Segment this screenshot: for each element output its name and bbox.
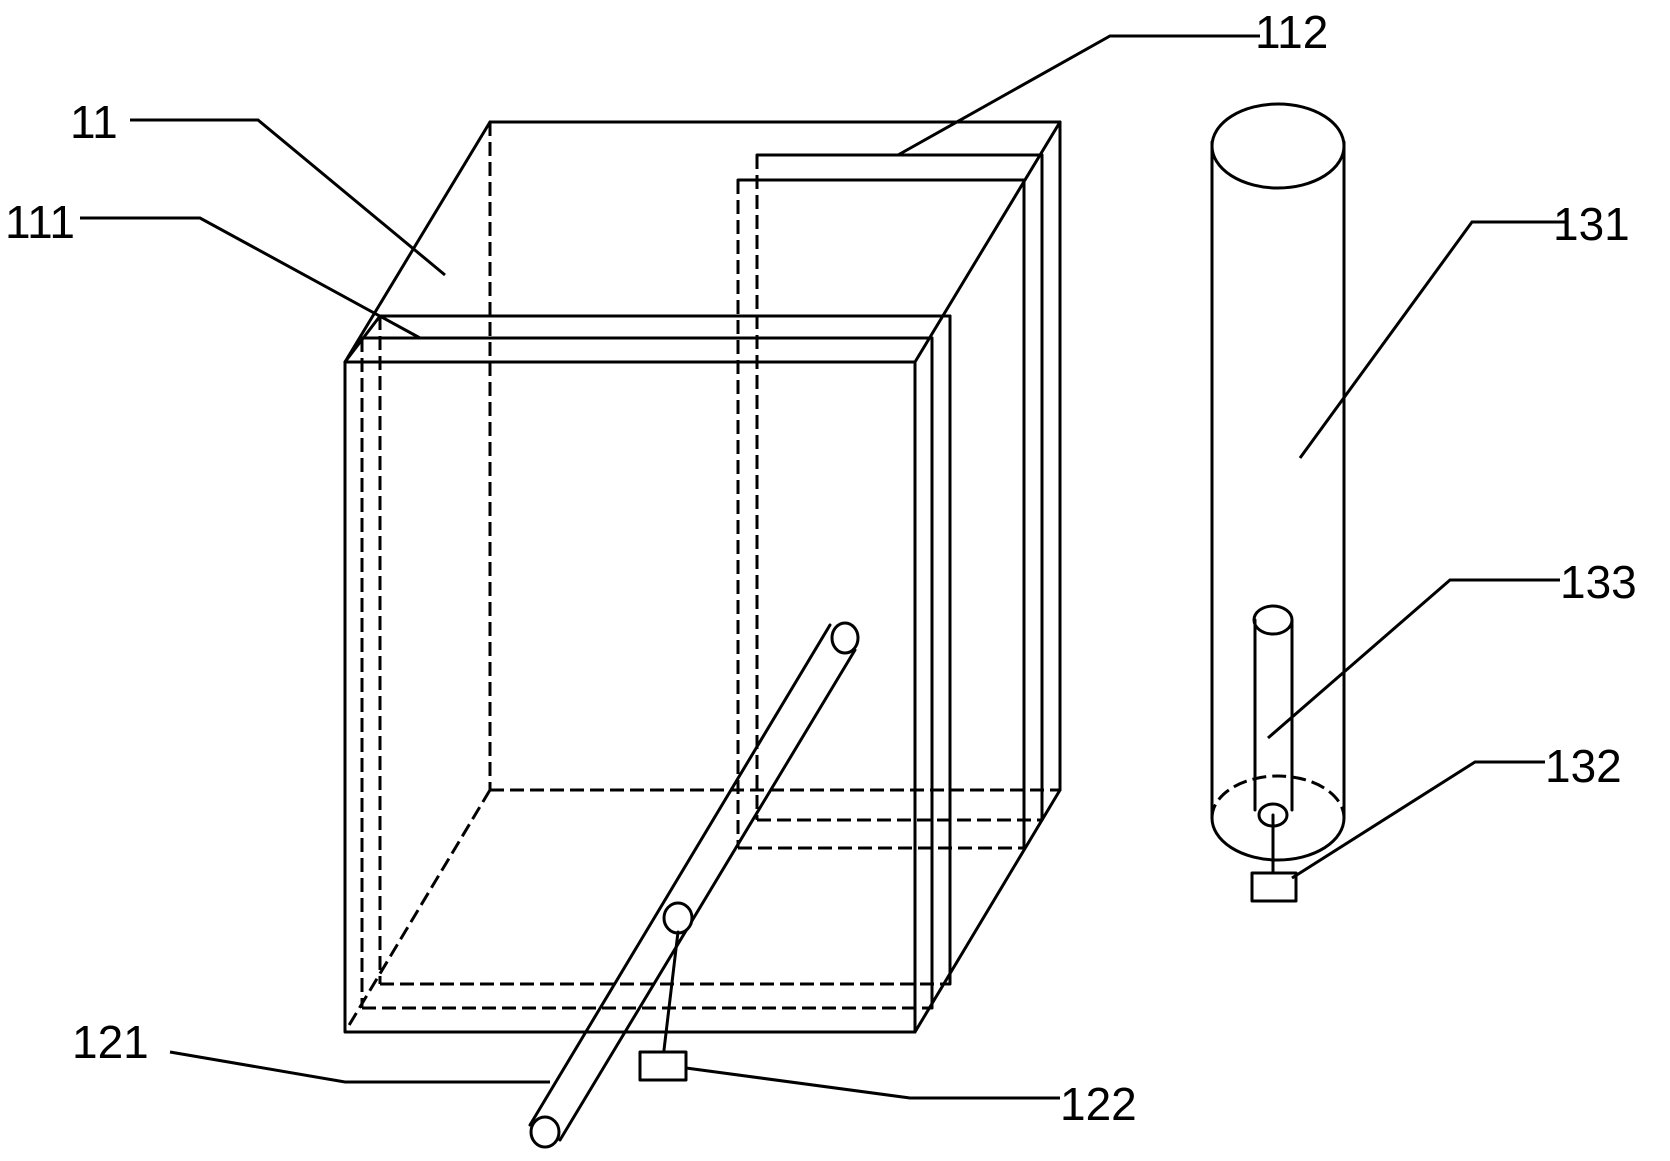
label-column: 131 (1553, 198, 1630, 250)
inner-tube-top-ellipse (1252, 604, 1294, 636)
pipe-sensor-port (662, 901, 694, 935)
leader-131 (1298, 220, 1565, 459)
leader-133 (1267, 578, 1560, 740)
column-bottom-ellipse-front (1210, 816, 1346, 862)
pipe-upper-edge (528, 623, 832, 1127)
label-tank-body: 11 (70, 96, 118, 148)
column-bottom-ellipse-back (1210, 774, 1346, 819)
tank-bottom-left-hidden-diagonal (343, 789, 492, 1033)
pipe-lower-edge (558, 648, 857, 1142)
column-top-ellipse (1210, 102, 1346, 190)
tank-top-left-diagonal (343, 120, 492, 364)
column-sensor-box (1250, 871, 1298, 903)
label-pipe: 121 (72, 1016, 149, 1068)
leader-11 (130, 118, 446, 277)
column (1210, 102, 1346, 903)
pipe-end-near (529, 1115, 561, 1149)
tank-box (343, 120, 1062, 1034)
label-inner-tube: 133 (1560, 556, 1637, 608)
label-column-sensor: 132 (1545, 740, 1622, 792)
tank-front-frame-outer (343, 360, 917, 1034)
leader-111 (80, 216, 421, 340)
leader-112 (897, 34, 1260, 157)
tank-front-frame-corner (343, 314, 382, 364)
reference-labels: 11 111 112 131 133 132 121 122 (5, 6, 1637, 1130)
tank-top-right-diagonal (913, 120, 1062, 364)
pipe-sensor-box (638, 1050, 688, 1082)
label-tank-wall-right: 112 (1255, 6, 1328, 58)
tank-bottom-right-diagonal (913, 788, 1062, 1034)
leader-121 (169, 1050, 550, 1084)
pipe-sensor-wire (662, 930, 680, 1052)
inlet-pipe (528, 621, 860, 1149)
pipe-end-far (830, 621, 860, 655)
leader-132 (1291, 760, 1545, 880)
label-pipe-sensor: 122 (1060, 1078, 1137, 1130)
leader-122 (685, 1066, 1060, 1100)
leader-lines (80, 34, 1565, 1100)
label-tank-wall-front: 111 (5, 196, 75, 248)
